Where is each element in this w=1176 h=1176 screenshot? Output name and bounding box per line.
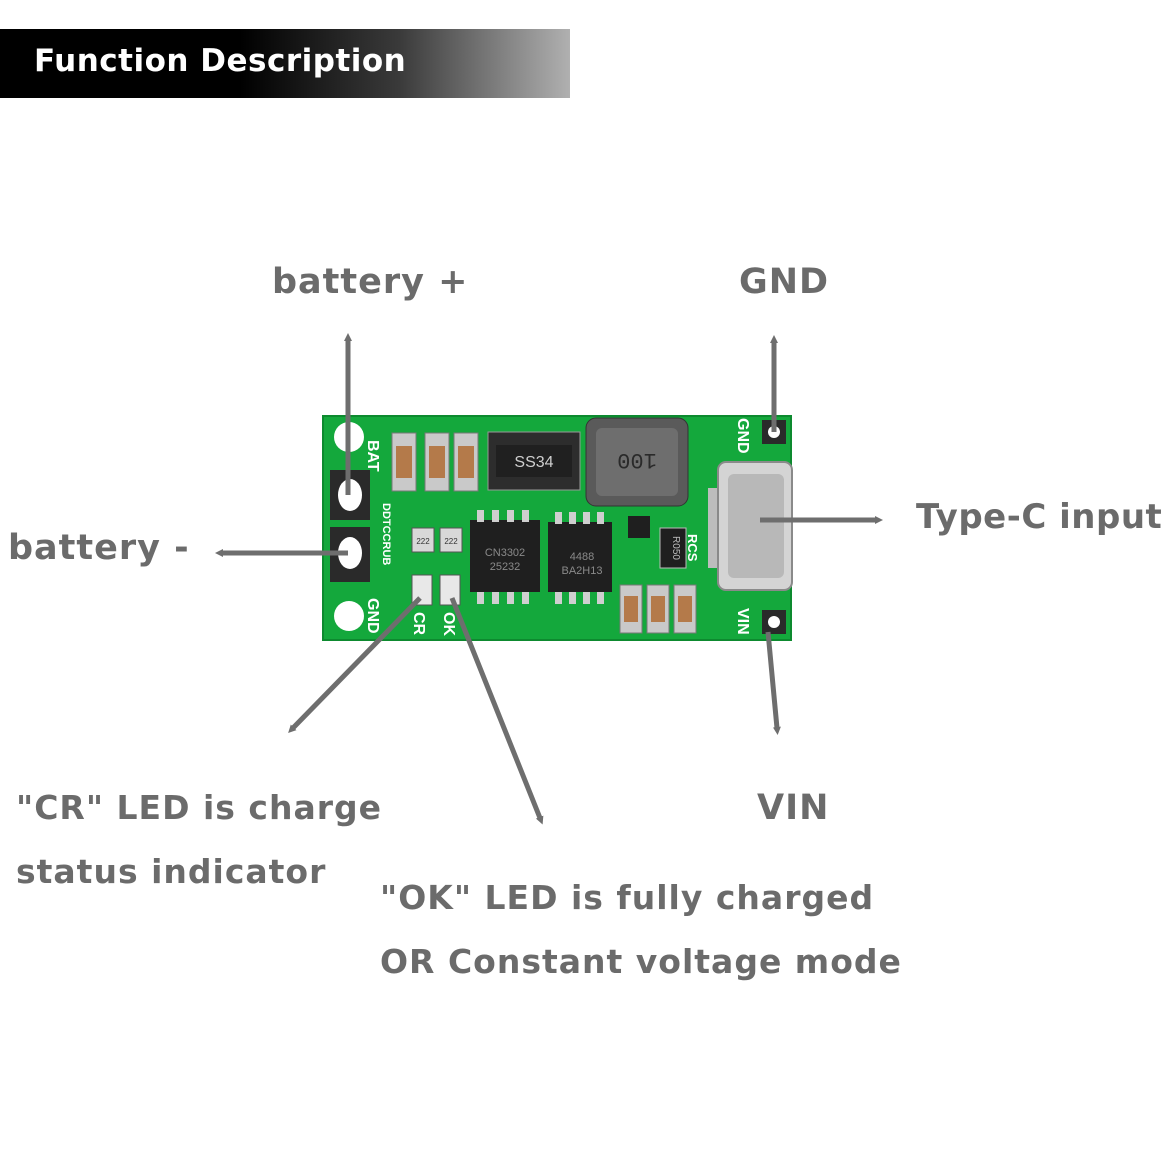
silk-brand: DDTCCRUB bbox=[380, 503, 392, 565]
silk-gnd-left: GND bbox=[364, 598, 381, 634]
ic-charger: CN3302 25232 bbox=[470, 510, 540, 604]
label-vin: VIN bbox=[757, 788, 830, 828]
label-cr-led-line2: status indicator bbox=[16, 852, 327, 891]
label-battery-minus: battery - bbox=[8, 528, 190, 568]
sense-resistor: R050 bbox=[628, 516, 687, 569]
label-gnd: GND bbox=[739, 262, 830, 302]
svg-text:222: 222 bbox=[444, 537, 458, 546]
schottky-diode: SS34 bbox=[487, 431, 581, 491]
svg-text:222: 222 bbox=[416, 537, 430, 546]
ic-mosfet: 4488 BA2H13 bbox=[548, 512, 612, 604]
label-type-c-input: Type-C input bbox=[916, 497, 1163, 537]
capacitors-top bbox=[391, 432, 479, 492]
silk-bat: BAT bbox=[364, 440, 381, 472]
silk-rcs: RCS bbox=[685, 534, 700, 562]
label-battery-plus: battery + bbox=[272, 262, 469, 302]
mount-hole-bottom bbox=[334, 601, 364, 631]
svg-text:100: 100 bbox=[617, 447, 657, 472]
silk-gnd-right: GND bbox=[734, 418, 751, 454]
small-capacitors: 222 222 bbox=[411, 527, 463, 553]
label-ok-led-line1: "OK" LED is fully charged bbox=[380, 878, 875, 917]
silk-cr: CR bbox=[410, 612, 427, 636]
title-banner: Function Description bbox=[0, 29, 570, 98]
capacitors-bottom bbox=[619, 584, 697, 634]
banner-title: Function Description bbox=[34, 43, 407, 79]
svg-text:25232: 25232 bbox=[490, 561, 521, 573]
inductor: 100 bbox=[585, 417, 689, 507]
callout-arrows bbox=[215, 333, 883, 825]
label-ok-led-line2: OR Constant voltage mode bbox=[380, 942, 902, 981]
usb-type-c-connector bbox=[708, 461, 793, 591]
pcb-board: SS34 100 CN3302 25232 4488 BA2H13 bbox=[322, 415, 793, 641]
ok-led bbox=[439, 574, 461, 606]
svg-text:4488: 4488 bbox=[570, 551, 594, 563]
silk-vin: VIN bbox=[734, 608, 751, 635]
arrow-cr-led bbox=[288, 596, 422, 734]
svg-text:SS34: SS34 bbox=[514, 454, 553, 471]
arrow-ok-led bbox=[449, 597, 544, 825]
svg-text:R050: R050 bbox=[670, 536, 681, 560]
silk-ok: OK bbox=[440, 612, 457, 636]
arrow-vin bbox=[765, 631, 781, 735]
svg-text:BA2H13: BA2H13 bbox=[562, 565, 603, 577]
label-cr-led-line1: "CR" LED is charge bbox=[16, 788, 382, 827]
svg-text:CN3302: CN3302 bbox=[485, 547, 525, 559]
